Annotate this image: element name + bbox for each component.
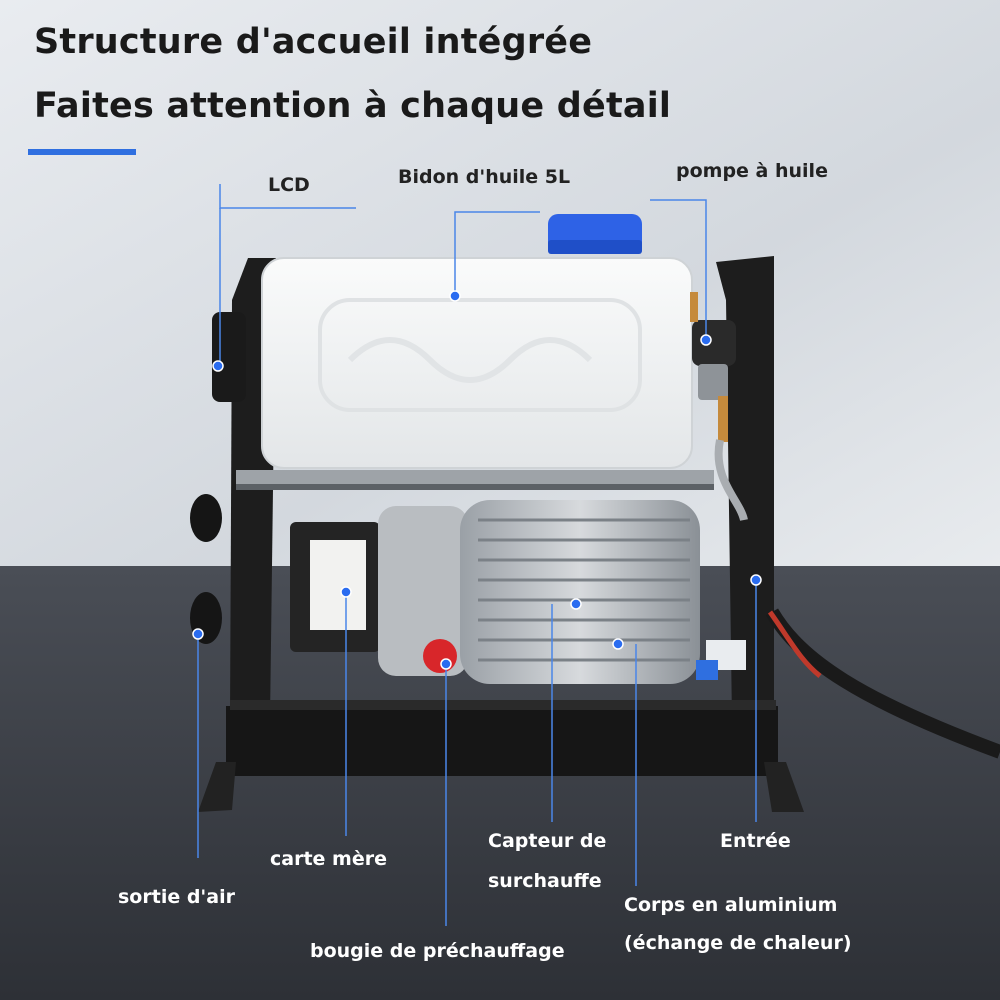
callout-dot-air: [192, 628, 204, 640]
label-alu-line-1: Corps en aluminium: [624, 894, 838, 916]
power-cable: [696, 608, 1000, 759]
glow-plug-cap: [423, 639, 457, 673]
callout-dot-inlet: [750, 574, 762, 586]
label-board: carte mère: [270, 848, 387, 870]
callout-dot-sensor: [570, 598, 582, 610]
oil-pump: [690, 292, 748, 522]
label-sensor-line-2: surchauffe: [488, 870, 602, 892]
label-pump: pompe à huile: [676, 160, 828, 182]
callout-dot-glow: [440, 658, 452, 670]
lcd-panel: [212, 312, 246, 402]
control-board: [290, 522, 380, 652]
heater-engine: [378, 500, 700, 684]
callout-lines: [197, 184, 757, 926]
title-accent-bar: [28, 149, 136, 155]
label-alu-line-2: (échange de chaleur): [624, 932, 852, 954]
callout-dot-pump: [700, 334, 712, 346]
label-sensor-line-1: Capteur de: [488, 830, 607, 852]
label-glow-plug: bougie de préchauffage: [310, 940, 565, 962]
headline-line-1: Structure d'accueil intégrée: [34, 22, 593, 62]
label-inlet: Entrée: [720, 830, 791, 852]
tank-cap: [548, 214, 642, 254]
callout-dots: [192, 290, 762, 670]
callout-line-pump: [650, 199, 707, 340]
headline-line-2: Faites attention à chaque détail: [34, 86, 672, 126]
label-lcd: LCD: [268, 174, 310, 196]
callout-dot-alu: [612, 638, 624, 650]
callout-dot-tank: [449, 290, 461, 302]
fuel-tank: [261, 257, 693, 469]
callout-dot-lcd: [212, 360, 224, 372]
heater-frame: [198, 256, 804, 812]
callout-dot-board: [340, 586, 352, 598]
label-tank: Bidon d'huile 5L: [398, 166, 571, 188]
label-air-outlet: sortie d'air: [118, 886, 235, 908]
callout-line-tank: [454, 211, 540, 296]
